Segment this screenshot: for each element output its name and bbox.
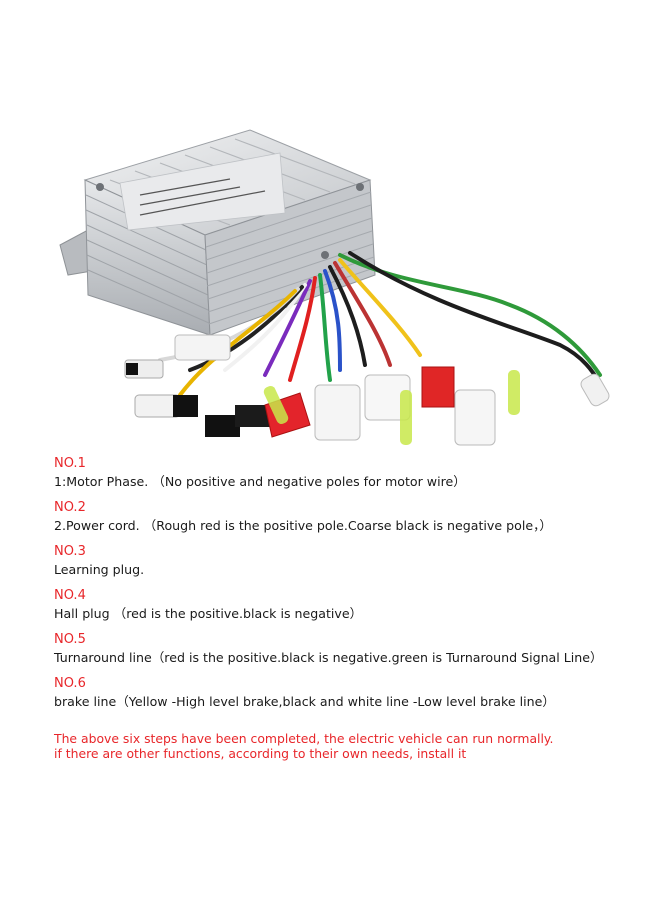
step-description: Learning plug.: [54, 562, 145, 577]
step-description: brake line（Yellow -High level brake,blac…: [54, 694, 555, 709]
step-number: NO.4: [54, 588, 86, 603]
step-3: NO.3 Learning plug.: [54, 543, 644, 579]
step-number: NO.1: [54, 456, 86, 471]
step-6: NO.6 brake line（Yellow -High level brake…: [54, 675, 644, 711]
step-number: NO.6: [54, 676, 86, 691]
note-line-1: The above six steps have been completed,…: [54, 731, 554, 746]
step-4: NO.4 Hall plug （red is the positive.blac…: [54, 587, 644, 623]
controller-photo: [59, 129, 610, 446]
step-2: NO.2 2.Power cord. （Rough red is the pos…: [54, 499, 644, 535]
step-description: 2.Power cord. （Rough red is the positive…: [54, 518, 552, 533]
step-1: NO.1 1:Motor Phase. （No positive and neg…: [54, 455, 644, 491]
step-number: NO.3: [54, 544, 86, 559]
step-5: NO.5 Turnaround line（red is the positive…: [54, 631, 644, 667]
step-number: NO.2: [54, 500, 86, 515]
wiring-steps-list: NO.1 1:Motor Phase. （No positive and neg…: [54, 455, 644, 719]
step-description: Turnaround line（red is the positive.blac…: [54, 650, 603, 665]
note-line-2: if there are other functions, according …: [54, 746, 467, 761]
completion-note: The above six steps have been completed,…: [54, 731, 644, 761]
step-description: 1:Motor Phase. （No positive and negative…: [54, 474, 466, 489]
step-description: Hall plug （red is the positive.black is …: [54, 606, 363, 621]
step-number: NO.5: [54, 632, 86, 647]
